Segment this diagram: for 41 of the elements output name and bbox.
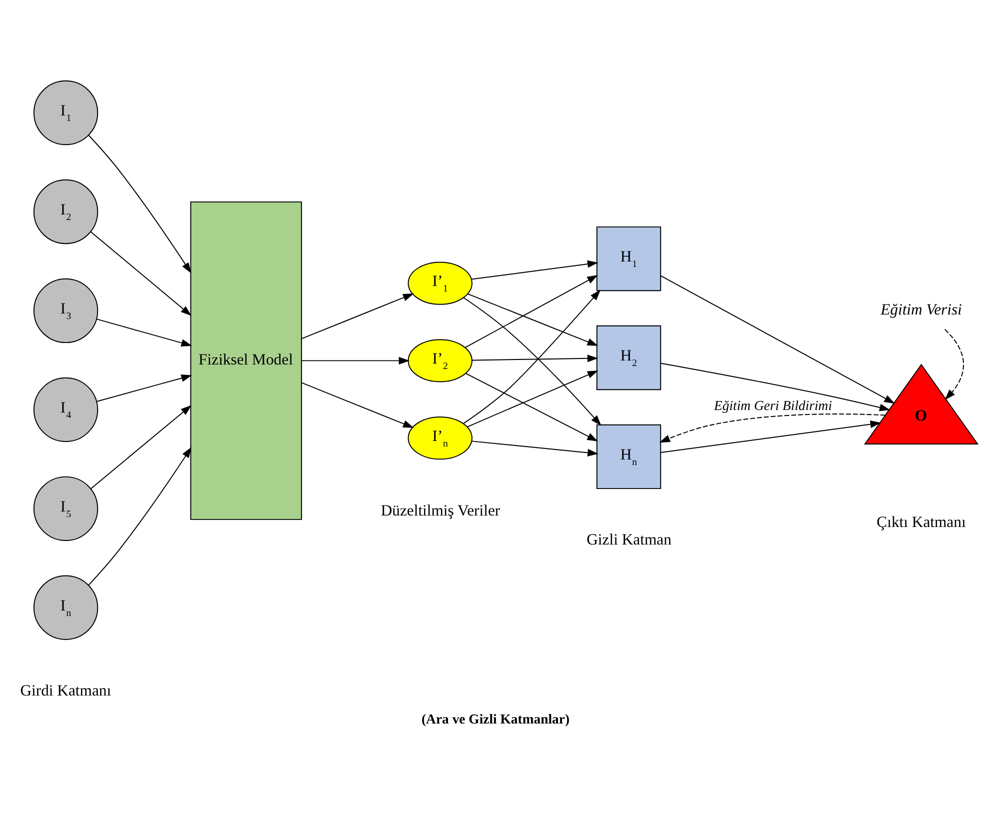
arrow [88, 134, 192, 274]
node-ellipse: I’$_{2}$ [408, 339, 472, 382]
node-circle: I$_{5}$ [33, 476, 98, 541]
node-box: H$_{1}$ [596, 226, 662, 292]
label: Çıktı Katmanı [876, 514, 966, 532]
caption: (Ara ve Gizli Katmanlar) [422, 711, 570, 726]
node-box: H$_{2}$ [596, 325, 662, 390]
arrow [466, 370, 598, 428]
node-box: H$_{n}$ [596, 424, 662, 490]
node-box: Fiziksel Model [190, 201, 302, 520]
edge-label: Eğitim Geri Bildirimi [714, 398, 832, 413]
label: Girdi Katmanı [20, 682, 112, 700]
arrow [90, 405, 192, 490]
node-ellipse: I’$_{1}$ [408, 262, 472, 305]
arrow [944, 328, 964, 400]
arrow [472, 354, 598, 362]
arrow [660, 420, 882, 454]
arrow [88, 447, 192, 586]
arrow [90, 231, 192, 316]
node-circle: I$_{3}$ [33, 278, 98, 344]
arrow [464, 275, 598, 348]
arrow [660, 362, 890, 412]
node-circle: I$_{4}$ [33, 377, 98, 442]
label: Düzeltilmiş Veriler [380, 502, 500, 520]
node-circle: I$_{n}$ [33, 575, 98, 640]
arrow [660, 275, 895, 404]
arrow [96, 318, 192, 347]
arrow [301, 293, 414, 340]
arrow [301, 356, 410, 364]
node-circle: I$_{1}$ [33, 80, 98, 146]
node-text: Eğitim Verisi [880, 301, 962, 318]
arrow [465, 372, 598, 442]
arrow [659, 414, 886, 443]
arrow [471, 440, 598, 456]
node-ellipse: I’$_{n}$ [408, 416, 472, 460]
arrow [301, 382, 414, 428]
arrow [471, 260, 598, 280]
label: Gizli Katman [586, 532, 672, 549]
arrow [96, 374, 192, 402]
arrow [467, 293, 598, 346]
node-circle: I$_{2}$ [33, 179, 98, 244]
